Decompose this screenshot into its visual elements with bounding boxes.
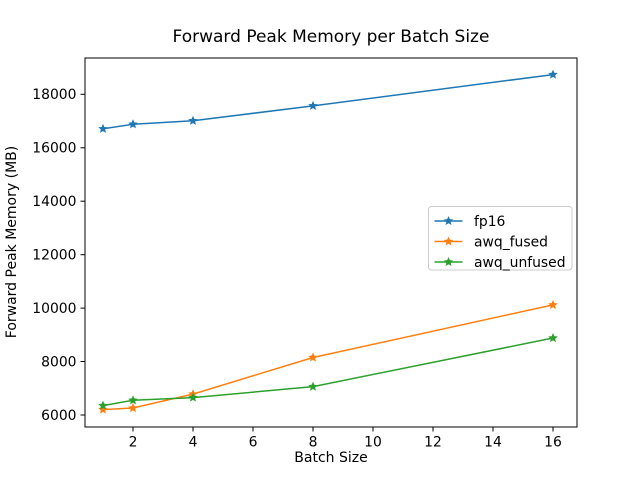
legend-item-awq_fused: awq_fused [434,234,548,250]
y-axis-ticks: 6000 8000 10000 12000 14000 16000 18000 [32,87,85,424]
series-awq_fused [98,299,558,414]
legend-item-awq_unfused: awq_unfused [434,255,566,271]
x-tick-label: 4 [189,435,198,451]
axes-frame [84,57,578,428]
legend-label-fp16: fp16 [474,214,505,230]
x-tick-label: 12 [424,435,442,451]
y-tick-label: 18000 [32,87,76,103]
x-tick-label: 16 [544,435,562,451]
data-point-awq_fused-1 [98,404,108,414]
legend-label-awq_fused: awq_fused [474,234,548,250]
x-axis-ticks: 2 4 6 8 10 12 14 16 [129,427,562,451]
x-tick-label: 14 [484,435,502,451]
data-point-fp16-16 [548,69,558,79]
data-point-awq_unfused-8 [308,381,318,391]
legend-item-fp16: fp16 [434,214,505,230]
data-point-awq_unfused-1 [98,400,108,410]
y-tick-label: 6000 [41,408,76,424]
y-tick-label: 16000 [32,141,76,157]
data-point-awq_unfused-2 [128,395,138,405]
x-tick-label: 6 [249,435,258,451]
y-tick-label: 10000 [32,301,76,317]
data-point-fp16-8 [308,100,318,110]
series-fp16 [98,69,558,133]
y-tick-label: 14000 [32,194,76,210]
data-point-awq_unfused-4 [188,392,198,402]
data-point-fp16-4 [188,115,198,125]
x-tick-label: 10 [364,435,382,451]
data-point-awq_fused-2 [128,403,138,413]
legend-marker-awq_fused [443,236,454,246]
data-point-fp16-2 [128,119,138,129]
chart-title: Forward Peak Memory per Batch Size [172,27,490,47]
legend-label-awq_unfused: awq_unfused [474,255,566,271]
x-axis-label: Batch Size [294,450,368,466]
series-awq_unfused [98,333,558,410]
data-point-awq_fused-8 [308,352,318,362]
data-point-awq_fused-16 [548,299,558,309]
x-tick-label: 8 [309,435,318,451]
legend: fp16 awq_fused awq_unfused [428,206,573,271]
x-tick-label: 2 [129,435,138,451]
y-tick-label: 8000 [41,354,76,370]
data-point-fp16-1 [98,123,108,133]
data-point-awq_unfused-16 [548,333,558,343]
legend-marker-awq_unfused [443,257,454,267]
legend-marker-fp16 [443,216,454,226]
y-axis-label: Forward Peak Memory (MB) [4,145,20,339]
y-tick-label: 12000 [32,248,76,264]
